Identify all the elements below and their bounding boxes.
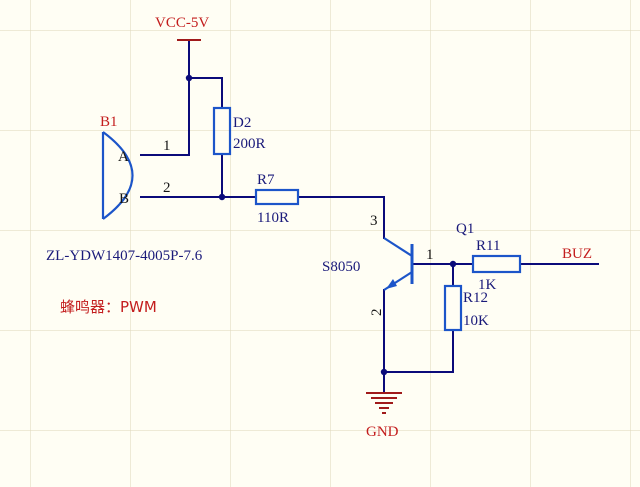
resistor-r7-value: 110R xyxy=(257,210,289,226)
buzzer-note: 蜂鸣器：PWM xyxy=(60,298,157,316)
junction-gnd xyxy=(380,368,388,376)
transistor-q1: 3 1 2 Q1 S8050 xyxy=(322,213,474,316)
gnd-label: GND xyxy=(366,424,399,440)
resistor-r11-value: 1K xyxy=(478,277,497,293)
buzzer-designator: B1 xyxy=(100,114,118,130)
buzzer-arc xyxy=(102,131,134,220)
resistor-r11: R11 1K xyxy=(471,238,522,293)
resistor-d2: D2 200R xyxy=(212,106,266,156)
junction-vcc xyxy=(185,74,193,82)
resistor-d2-body xyxy=(212,106,232,156)
resistor-d2-value: 200R xyxy=(233,136,266,152)
transistor-emitter-arrow xyxy=(386,279,397,289)
buzzer-part-number: ZL-YDW1407-4005P-7.6 xyxy=(46,248,203,264)
junction-base xyxy=(449,260,457,268)
vcc-label: VCC-5V xyxy=(155,15,209,31)
resistor-r11-designator: R11 xyxy=(476,238,500,254)
junctions xyxy=(185,74,457,376)
resistor-r7-body xyxy=(254,188,300,206)
transistor-collector-lead xyxy=(383,237,413,257)
resistor-d2-designator: D2 xyxy=(233,115,251,131)
vcc-symbol: VCC-5V xyxy=(155,15,209,41)
transistor-model: S8050 xyxy=(322,259,360,275)
resistor-r12-designator: R12 xyxy=(463,290,488,306)
buzzer-pin-b-label: B xyxy=(119,191,129,207)
buzzer-pin1-number: 1 xyxy=(163,138,171,154)
buzzer-b1: B1 A B 1 2 ZL-YDW1407-4005P-7.6 xyxy=(46,114,203,264)
buzzer-pin-a-label: A xyxy=(118,149,129,165)
transistor-pin-emitter: 2 xyxy=(369,309,385,317)
transistor-designator: Q1 xyxy=(456,221,474,237)
junction-pin-b xyxy=(218,193,226,201)
resistor-r7-designator: R7 xyxy=(257,172,275,188)
resistor-r12-body xyxy=(443,284,463,332)
net-label-buz: BUZ xyxy=(562,246,592,262)
resistor-r12: R12 10K xyxy=(443,284,489,332)
resistor-r12-value: 10K xyxy=(463,313,489,329)
resistor-r11-body xyxy=(471,254,522,274)
net-label-buz-text: BUZ xyxy=(562,246,592,262)
buzzer-pin2-number: 2 xyxy=(163,180,171,196)
resistor-r7: R7 110R xyxy=(254,172,300,226)
transistor-pin-base: 1 xyxy=(426,247,434,263)
gnd-symbol: GND xyxy=(366,392,402,440)
transistor-pin-collector: 3 xyxy=(370,213,378,229)
